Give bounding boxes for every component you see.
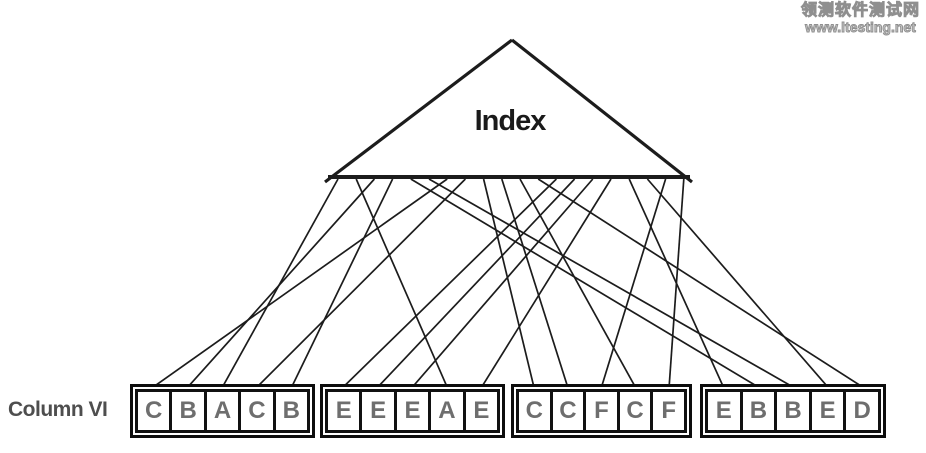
index-pointer-line bbox=[668, 178, 685, 388]
index-pointer-line bbox=[377, 178, 576, 388]
index-triangle-right-side bbox=[511, 38, 693, 184]
index-pointer-line bbox=[152, 178, 448, 388]
index-pointer-line bbox=[537, 178, 864, 388]
index-pointer-line bbox=[355, 178, 448, 388]
column-cell: A bbox=[428, 389, 466, 433]
watermark-url: www.ltesting.net bbox=[805, 18, 917, 35]
index-pointer-line bbox=[482, 178, 535, 388]
column-label: Column VI bbox=[8, 398, 108, 421]
index-pointer-line bbox=[290, 178, 394, 388]
column-cell: C bbox=[549, 389, 587, 433]
column-cell: C bbox=[516, 389, 553, 433]
column-cell: F bbox=[650, 389, 687, 433]
column-cell: E bbox=[462, 389, 501, 433]
column-cell: C bbox=[135, 389, 173, 433]
column-cell: F bbox=[583, 389, 620, 433]
index-pointer-line bbox=[411, 178, 594, 388]
index-triangle-label: Index bbox=[474, 105, 547, 137]
column-cell: E bbox=[705, 389, 743, 433]
column-cell: A bbox=[203, 389, 242, 433]
index-pointer-line bbox=[600, 178, 667, 388]
index-pointer-line bbox=[428, 178, 794, 388]
column-cell: B bbox=[272, 389, 311, 433]
index-triangle-left-side bbox=[324, 38, 513, 184]
column-cell: D bbox=[843, 389, 881, 433]
index-pointer-line bbox=[187, 178, 376, 388]
column-cell: B bbox=[169, 389, 207, 433]
index-pointer-line bbox=[480, 178, 612, 388]
watermark: 领测软件测试网 www.ltesting.net bbox=[801, 2, 920, 35]
column-cell: B bbox=[739, 389, 778, 433]
index-pointer-line bbox=[519, 178, 637, 388]
index-pointer-line bbox=[500, 178, 569, 388]
column-cell: E bbox=[393, 389, 432, 433]
column-cell: E bbox=[808, 389, 847, 433]
index-pointer-line bbox=[410, 178, 759, 388]
column-cell: E bbox=[325, 389, 363, 433]
index-pointer-line bbox=[342, 178, 557, 388]
index-pointer-line bbox=[646, 178, 829, 388]
column-cell: B bbox=[774, 389, 812, 433]
column-cell: C bbox=[616, 389, 654, 433]
watermark-site-name: 领测软件测试网 bbox=[800, 2, 920, 20]
index-pointer-line bbox=[256, 178, 467, 388]
column-cell: C bbox=[238, 389, 276, 433]
column-cell: E bbox=[359, 389, 397, 433]
